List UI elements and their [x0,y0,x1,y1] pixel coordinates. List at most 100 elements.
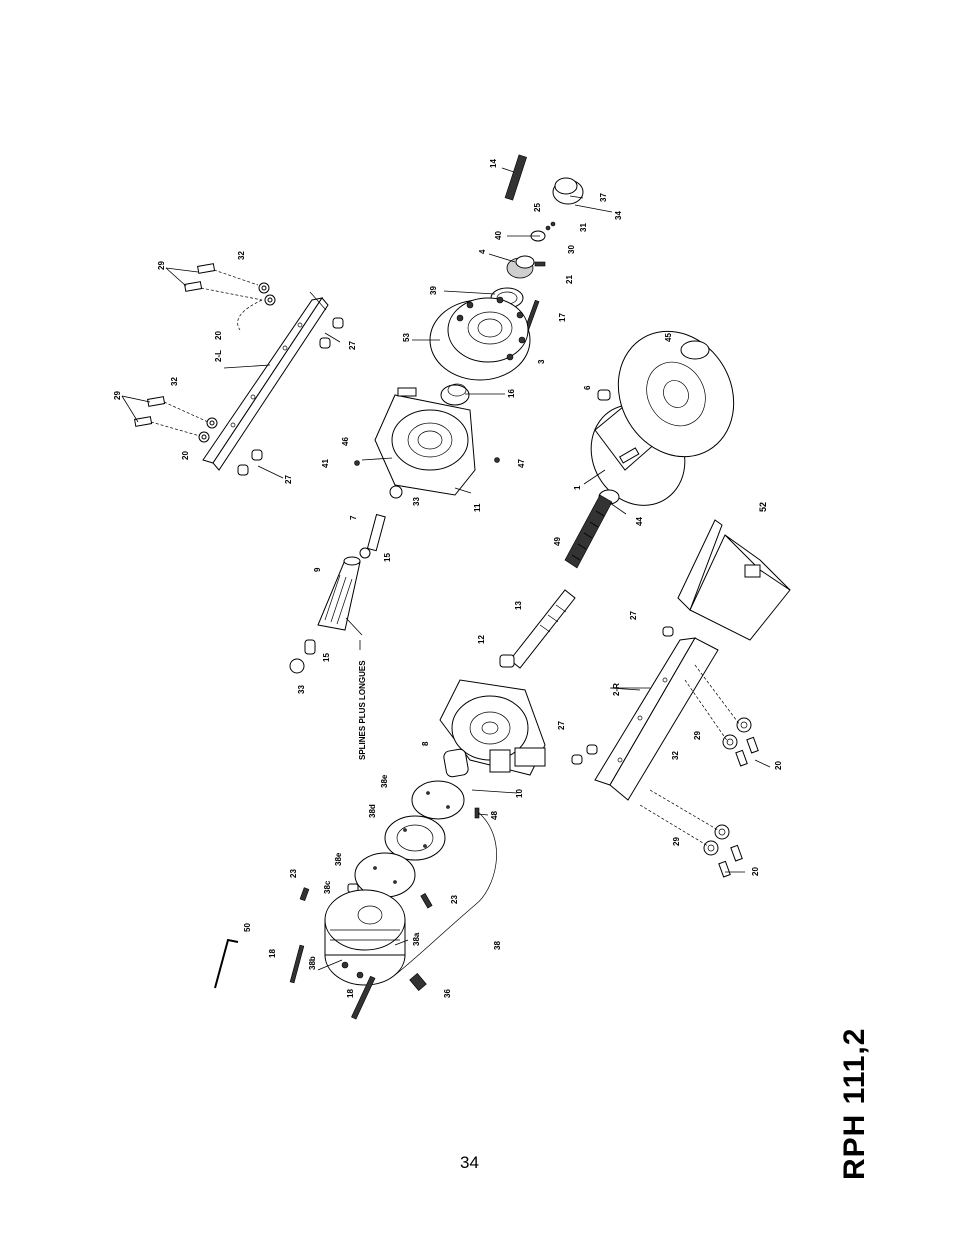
label-10: 10 [515,789,524,798]
gearbox-10 [439,679,546,776]
bolts-right [571,626,759,878]
label-27-left-lower: 27 [284,475,293,484]
leader-lines [121,167,771,971]
bolts-left-lower [134,396,263,476]
label-38a: 38a [412,932,421,946]
label-41: 41 [321,459,330,468]
bearing-16 [440,383,470,406]
label-20-right-top: 20 [774,761,783,770]
label-27-right-top: 27 [629,611,638,620]
label-7: 7 [349,515,358,520]
ring-45 [680,340,710,360]
label-17: 17 [558,313,567,322]
label-15-lower: 15 [322,653,331,662]
bracket-left [202,291,329,471]
label-20-left-lower: 20 [181,451,190,460]
shaft-13 [509,589,576,669]
adapter-8 [443,748,469,778]
label-16: 16 [507,389,516,398]
label-38: 38 [493,941,502,950]
model-title: RPH 111,2 [838,1010,878,1180]
key-6 [597,389,611,401]
label-15-upper: 15 [383,553,392,562]
drum-1 [590,330,735,506]
model-title-text: RPH 111,2 [838,1027,871,1180]
pin-15-lower [304,639,316,655]
label-2-L: 2-L [214,350,223,362]
label-38e-lower: 38e [334,852,343,866]
label-53: 53 [402,333,411,342]
label-29-right-top: 29 [693,731,702,740]
bushing-4 [506,255,546,279]
label-38b: 38b [308,956,317,970]
label-25: 25 [533,203,542,212]
bolt-23-right [420,893,433,909]
plate-38e-upper [411,780,465,820]
label-33-lower: 33 [297,685,306,694]
stud-14 [504,154,527,201]
label-11: 11 [473,503,482,512]
label-18-lower: 18 [346,989,355,998]
label-36: 36 [443,989,452,998]
label-20-right-bottom: 20 [751,867,760,876]
bolt-23-left [299,887,310,902]
label-38c: 38c [323,880,332,894]
washer-33-upper [389,485,403,499]
shaft-7 [366,513,386,552]
label-18-upper: 18 [268,949,277,958]
stud-18-upper [289,944,305,984]
label-6: 6 [583,385,592,390]
pin-15-upper [359,547,371,559]
label-3: 3 [537,359,546,364]
spring-49 [564,494,613,569]
label-23-left: 23 [289,869,298,878]
label-29-right-bottom: 29 [672,837,681,846]
label-45: 45 [664,333,673,342]
washer-33-lower [289,658,305,674]
plate-38d [384,815,446,861]
label-32-left-upper: 32 [237,251,246,260]
note-splines: SPLINES PLUS LONGUES [358,660,367,760]
label-46: 46 [341,437,350,446]
gear-housing-11 [374,387,476,496]
splined-shaft-9 [317,556,361,631]
label-23-right: 23 [450,895,459,904]
bolts-left-upper [184,263,344,349]
handle-50 [214,938,239,989]
label-27-left-upper: 27 [348,341,357,350]
label-9: 9 [313,567,322,572]
label-14: 14 [489,159,498,168]
hose-38 [394,811,497,976]
label-33-upper: 33 [412,497,421,506]
label-2-R: 2-R [612,683,621,696]
label-27-right-mid: 27 [557,721,566,730]
label-21: 21 [565,275,574,284]
stud-18-lower [351,975,376,1020]
label-52: 52 [758,502,768,512]
label-32-left-lower: 32 [170,377,179,386]
label-12: 12 [477,635,486,644]
label-38e-upper: 38e [380,774,389,788]
key-48 [474,807,480,819]
label-47: 47 [517,459,526,468]
motor-mount-52 [677,519,791,641]
label-50: 50 [243,923,252,932]
label-30: 30 [567,245,576,254]
label-38d: 38d [368,804,377,818]
fitting-36 [409,973,427,991]
label-1: 1 [573,485,582,490]
label-13: 13 [514,601,523,610]
label-31: 31 [579,223,588,232]
label-29-left-lower: 29 [113,391,122,400]
bracket-right [594,637,719,801]
part-number-labels: 14 25 37 34 40 30 31 4 21 39 17 53 3 45 … [113,159,783,998]
label-20-left-upper: 20 [214,331,223,340]
label-48: 48 [490,811,499,820]
page-number: 34 [460,1153,479,1172]
plug-41-46 [354,460,360,466]
label-49: 49 [553,537,562,546]
label-39: 39 [429,286,438,295]
end-housing-53 [429,296,531,381]
label-32-right: 32 [671,751,680,760]
